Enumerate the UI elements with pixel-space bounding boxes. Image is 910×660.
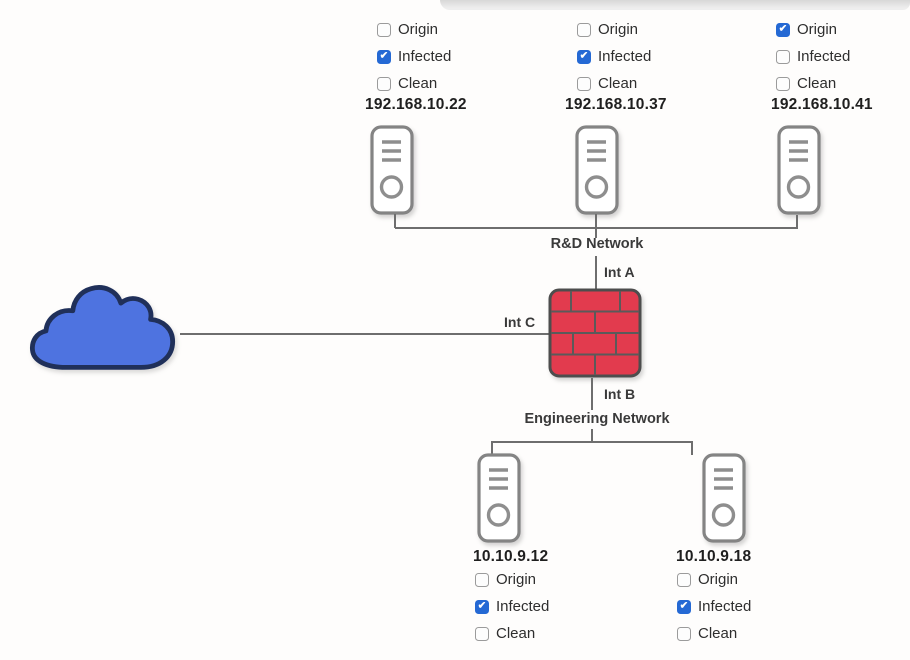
infected-label: Infected — [598, 48, 652, 65]
interface-b-label: Int B — [604, 386, 636, 402]
clean-option: Clean — [377, 76, 451, 92]
origin-checkbox[interactable] — [677, 573, 691, 587]
internet-cloud-icon — [30, 285, 176, 370]
infected-checkbox[interactable] — [776, 50, 790, 64]
link-firewall-eng — [591, 378, 593, 410]
host-5-ip: 10.10.9.18 — [676, 548, 752, 565]
link-cloud-firewall — [180, 333, 550, 335]
clean-option: Clean — [475, 626, 549, 642]
server-icon — [777, 125, 821, 215]
link-host1-bus — [394, 214, 396, 228]
clean-label: Clean — [797, 75, 837, 92]
link-host3-bus — [796, 215, 798, 228]
infected-option: Infected — [776, 49, 850, 65]
origin-option: Origin — [776, 22, 850, 38]
clean-option: Clean — [776, 76, 850, 92]
infected-label: Infected — [398, 48, 452, 65]
infected-option: Infected — [677, 599, 751, 615]
link-host2-bus — [595, 214, 597, 238]
infected-checkbox[interactable] — [377, 50, 391, 64]
link-bus-host4 — [491, 441, 493, 455]
interface-a-label: Int A — [604, 264, 635, 280]
host-2-status-options: Origin Infected Clean — [577, 22, 651, 103]
clean-checkbox[interactable] — [776, 77, 790, 91]
firewall-icon — [548, 288, 642, 378]
origin-checkbox[interactable] — [776, 23, 790, 37]
rd-network-label: R&D Network — [550, 236, 644, 252]
infected-option: Infected — [475, 599, 549, 615]
server-icon — [575, 125, 619, 215]
host-4-status-options: Origin Infected Clean — [475, 572, 549, 653]
origin-option: Origin — [475, 572, 549, 588]
infected-label: Infected — [797, 48, 851, 65]
host-4-ip: 10.10.9.12 — [473, 548, 549, 565]
engineering-network-label: Engineering Network — [524, 411, 670, 427]
infected-label: Infected — [496, 598, 550, 615]
clean-checkbox[interactable] — [577, 77, 591, 91]
clean-label: Clean — [598, 75, 638, 92]
origin-checkbox[interactable] — [377, 23, 391, 37]
origin-label: Origin — [797, 21, 838, 38]
link-bus-host5 — [691, 441, 693, 455]
origin-label: Origin — [698, 571, 739, 588]
link-label-bus — [591, 429, 593, 442]
infected-checkbox[interactable] — [677, 600, 691, 614]
origin-option: Origin — [377, 22, 451, 38]
link-rd-firewall — [595, 256, 597, 289]
host-2-ip: 192.168.10.37 — [565, 96, 667, 113]
infected-checkbox[interactable] — [577, 50, 591, 64]
clean-label: Clean — [698, 625, 738, 642]
origin-label: Origin — [496, 571, 537, 588]
host-3-ip: 192.168.10.41 — [771, 96, 873, 113]
engineering-network-bus — [491, 441, 693, 443]
host-3-status-options: Origin Infected Clean — [776, 22, 850, 103]
infected-option: Infected — [577, 49, 651, 65]
origin-label: Origin — [398, 21, 439, 38]
origin-checkbox[interactable] — [577, 23, 591, 37]
infected-checkbox[interactable] — [475, 600, 489, 614]
host-1-status-options: Origin Infected Clean — [377, 22, 451, 103]
scan-artifact — [440, 0, 910, 10]
clean-option: Clean — [577, 76, 651, 92]
clean-option: Clean — [677, 626, 751, 642]
infected-option: Infected — [377, 49, 451, 65]
origin-option: Origin — [577, 22, 651, 38]
interface-c-label: Int C — [504, 314, 536, 330]
infected-label: Infected — [698, 598, 752, 615]
origin-option: Origin — [677, 572, 751, 588]
server-icon — [477, 453, 521, 543]
clean-checkbox[interactable] — [377, 77, 391, 91]
clean-label: Clean — [496, 625, 536, 642]
clean-checkbox[interactable] — [677, 627, 691, 641]
server-icon — [702, 453, 746, 543]
origin-label: Origin — [598, 21, 639, 38]
clean-checkbox[interactable] — [475, 627, 489, 641]
origin-checkbox[interactable] — [475, 573, 489, 587]
host-1-ip: 192.168.10.22 — [365, 96, 467, 113]
clean-label: Clean — [398, 75, 438, 92]
host-5-status-options: Origin Infected Clean — [677, 572, 751, 653]
server-icon — [370, 125, 414, 215]
